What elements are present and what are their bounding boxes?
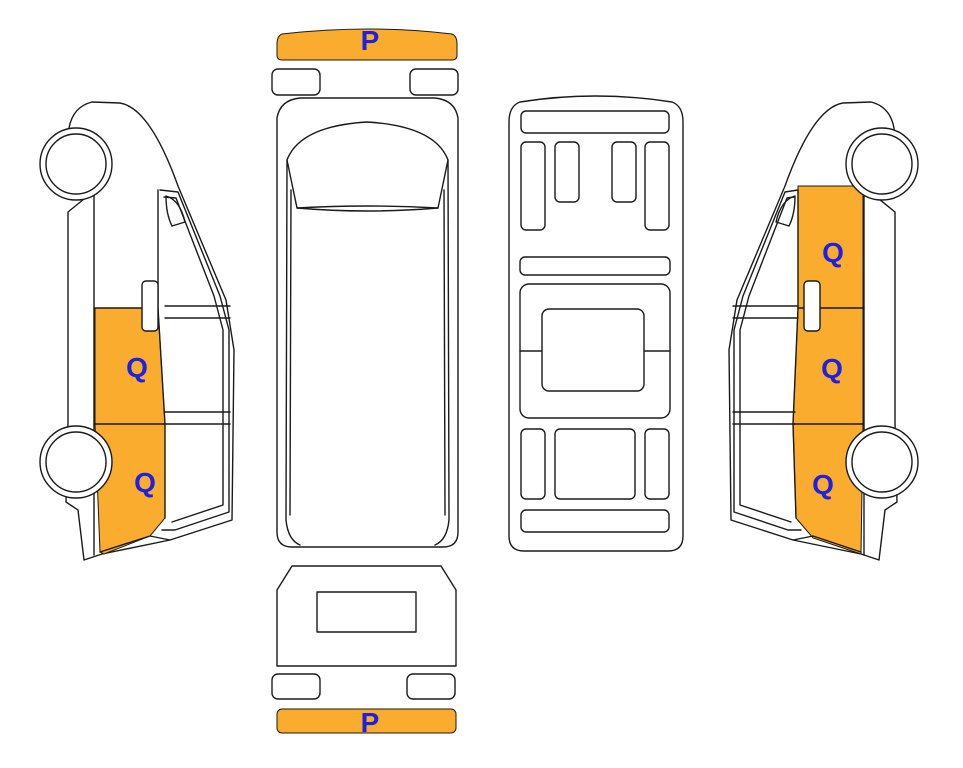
right-side-window-frame-inner bbox=[739, 196, 795, 523]
right-middle-label: Q bbox=[821, 353, 843, 384]
left-door-handle bbox=[141, 280, 159, 332]
dashboard bbox=[520, 110, 670, 134]
left-side-window-frame-inner bbox=[163, 196, 224, 523]
middle-console bbox=[541, 308, 645, 392]
right-door-handle bbox=[803, 280, 821, 332]
rear-floor-bar bbox=[520, 509, 670, 533]
right-lower-label: Q bbox=[812, 469, 834, 500]
van-right-side-view: Q Q Q bbox=[728, 101, 919, 561]
left-front-wheel-inner bbox=[45, 133, 107, 195]
right-roof-rail-inner bbox=[443, 189, 446, 516]
roof-line bbox=[296, 207, 439, 212]
right-roof-rail bbox=[434, 159, 450, 546]
left-front-wheel bbox=[39, 127, 113, 201]
second-row-bar bbox=[519, 256, 671, 276]
left-side-window-frame bbox=[159, 189, 230, 531]
left-rear-wheel-inner bbox=[45, 431, 107, 493]
rear-seat-center bbox=[554, 428, 636, 500]
passenger-seat-outer bbox=[644, 141, 670, 231]
rear-seat-left bbox=[520, 428, 546, 500]
van-left-side-view: Q Q bbox=[39, 101, 235, 561]
right-rear-lamp bbox=[406, 673, 456, 700]
right-door-line bbox=[792, 189, 799, 519]
left-rear-quarter-label: Q bbox=[126, 352, 148, 383]
left-mirror-small bbox=[165, 195, 186, 227]
front-bumper-label: P bbox=[361, 25, 380, 56]
right-bumper-strip bbox=[792, 535, 862, 553]
left-rear-wheel bbox=[39, 425, 113, 499]
right-mirror-top bbox=[409, 68, 459, 96]
right-side-window-frame bbox=[733, 189, 802, 531]
rear-seat-right bbox=[644, 428, 670, 500]
right-mirror-small bbox=[775, 195, 796, 227]
van-rear-view: P bbox=[271, 565, 457, 738]
right-rear-wheel bbox=[845, 425, 919, 499]
right-front-wheel-inner bbox=[851, 133, 913, 195]
left-bumper-strip bbox=[99, 535, 171, 553]
windshield bbox=[286, 121, 449, 209]
left-door-line bbox=[157, 189, 166, 519]
van-interior-view bbox=[508, 95, 684, 552]
left-rear-lamp bbox=[271, 673, 321, 700]
rear-window bbox=[316, 591, 417, 633]
left-roof-rail-inner bbox=[289, 189, 292, 516]
front-bumper-panel[interactable] bbox=[276, 28, 458, 61]
passenger-seat-inner bbox=[611, 141, 637, 203]
rear-bumper-label: P bbox=[361, 707, 380, 738]
rear-bumper-panel[interactable] bbox=[276, 708, 457, 734]
right-rear-wheel-inner bbox=[851, 431, 913, 493]
left-mirror-top bbox=[271, 68, 321, 96]
top-body-outline bbox=[276, 97, 459, 548]
driver-seat-outer bbox=[520, 141, 546, 231]
right-front-wheel bbox=[845, 127, 919, 201]
left-roof-rail bbox=[285, 159, 301, 546]
right-upper-label: Q bbox=[822, 237, 844, 268]
van-top-view: P bbox=[271, 25, 459, 548]
left-rear-lower-label: Q bbox=[134, 467, 156, 498]
driver-seat-inner bbox=[554, 141, 580, 203]
